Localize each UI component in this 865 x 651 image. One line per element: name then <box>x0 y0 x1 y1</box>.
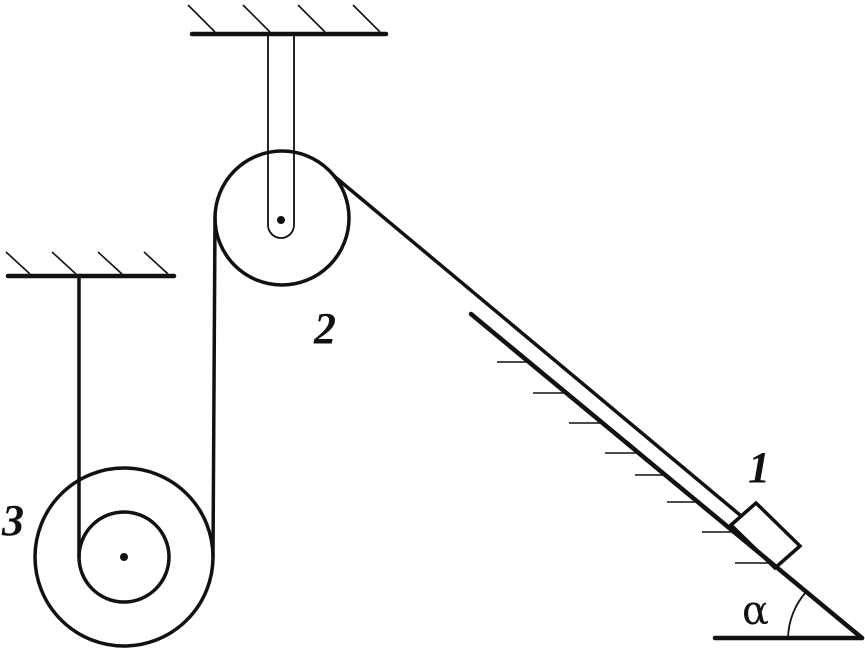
pulley2-axle <box>277 216 285 224</box>
label-body2: 2 <box>313 304 336 353</box>
wheel3-axle <box>120 553 128 561</box>
angle-arc <box>787 591 807 639</box>
rope-wheel3-to-pulley2 <box>211 216 217 559</box>
rope-pulley2-to-block1 <box>332 174 742 517</box>
label-body3: 3 <box>1 496 24 545</box>
ceiling-support-left <box>5 251 177 279</box>
inclined-plane <box>468 311 865 641</box>
label-angle-alpha: α <box>742 588 769 634</box>
pulley2-bracket <box>267 33 295 239</box>
ceiling-support-top <box>187 4 389 37</box>
label-body1: 1 <box>748 443 770 492</box>
block1 <box>728 500 803 571</box>
